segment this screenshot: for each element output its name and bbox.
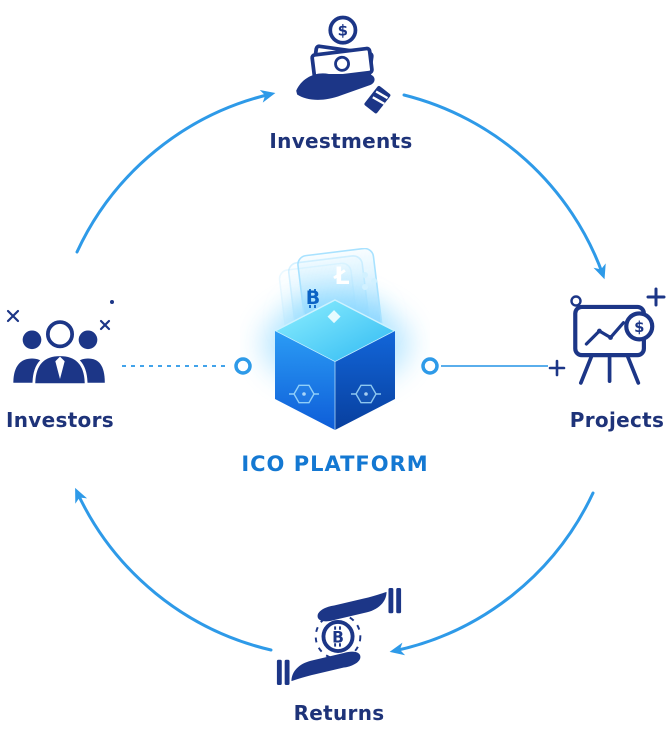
bitcoin-symbol: B	[306, 287, 320, 309]
node-label-investments: Investments	[269, 129, 413, 153]
circle-decoration-icon	[570, 295, 582, 307]
dollar-sign: $	[338, 22, 348, 40]
upper-cuff-bar	[396, 587, 402, 614]
blockchain-cube-hologram-icon: Ł B ◆	[262, 248, 410, 430]
center-person-head	[46, 320, 74, 349]
platform-title: ICO PLATFORM	[241, 452, 429, 476]
cycle-arc-investments-to-projects	[402, 93, 606, 280]
upper-hand-shape	[317, 591, 387, 622]
investor-group-icon	[13, 320, 105, 386]
node-returns: B Returns	[272, 586, 406, 725]
dollar-coin-icon	[328, 15, 358, 45]
ethereum-symbol: ◆	[327, 306, 341, 326]
bitcoin-symbol: B	[332, 628, 344, 646]
chart-line-icon	[584, 321, 626, 346]
hand-shape	[296, 73, 375, 100]
projects-decorations	[548, 287, 666, 377]
dollar-coin-icon	[624, 311, 655, 342]
cycle-arc-projects-to-returns	[389, 491, 595, 656]
bitcoin-symbol-ticks	[334, 626, 341, 647]
bitcoin-symbol-ticks	[309, 289, 316, 308]
lower-cuff-bar	[284, 659, 290, 686]
node-label-investors: Investors	[6, 408, 114, 432]
node-investments: $ Investments	[269, 14, 412, 153]
investors-decorations	[6, 300, 114, 331]
cube-right-face	[335, 331, 395, 430]
node-investors: Investors	[2, 308, 118, 432]
hands-exchanging-bitcoin-icon: B	[276, 587, 402, 686]
litecoin-symbol: Ł	[332, 262, 349, 290]
chart-dot	[596, 328, 602, 334]
dollar-sign: $	[634, 319, 644, 336]
sparkle-icon	[99, 319, 111, 331]
cube-left-face	[275, 331, 335, 430]
dot-decoration-icon	[110, 300, 114, 304]
node-ico-platform: Ł B ◆ ICO PLATFORM	[240, 248, 430, 476]
cube-hexagon-circuits	[289, 384, 381, 404]
ripple-symbol	[362, 272, 377, 290]
node-label-returns: Returns	[293, 701, 385, 725]
upper-cuff-bar	[388, 587, 394, 614]
connector-ring-right	[421, 357, 439, 375]
project-chart-board-icon: $	[573, 304, 655, 385]
hand-cuff	[364, 85, 391, 114]
hand-holding-money-icon: $	[296, 15, 391, 114]
sparkle-icon	[6, 309, 20, 323]
left-person-head	[22, 330, 42, 350]
cycle-arc-returns-to-investors	[75, 487, 273, 652]
chart-dot	[608, 335, 613, 340]
easel-legs	[578, 353, 641, 385]
node-label-projects: Projects	[569, 408, 665, 432]
bitcoin-coin-icon	[321, 620, 355, 653]
cycle-arc-investors-to-investments	[75, 89, 276, 254]
center-person-tie	[55, 356, 65, 379]
right-person-head	[78, 330, 98, 350]
node-projects: $ Projects	[562, 292, 670, 432]
plus-icon	[548, 359, 566, 377]
connector-ring-left	[234, 357, 252, 375]
lower-cuff-bar	[276, 659, 282, 686]
lower-hand-shape	[291, 651, 361, 682]
plus-icon	[646, 287, 666, 307]
